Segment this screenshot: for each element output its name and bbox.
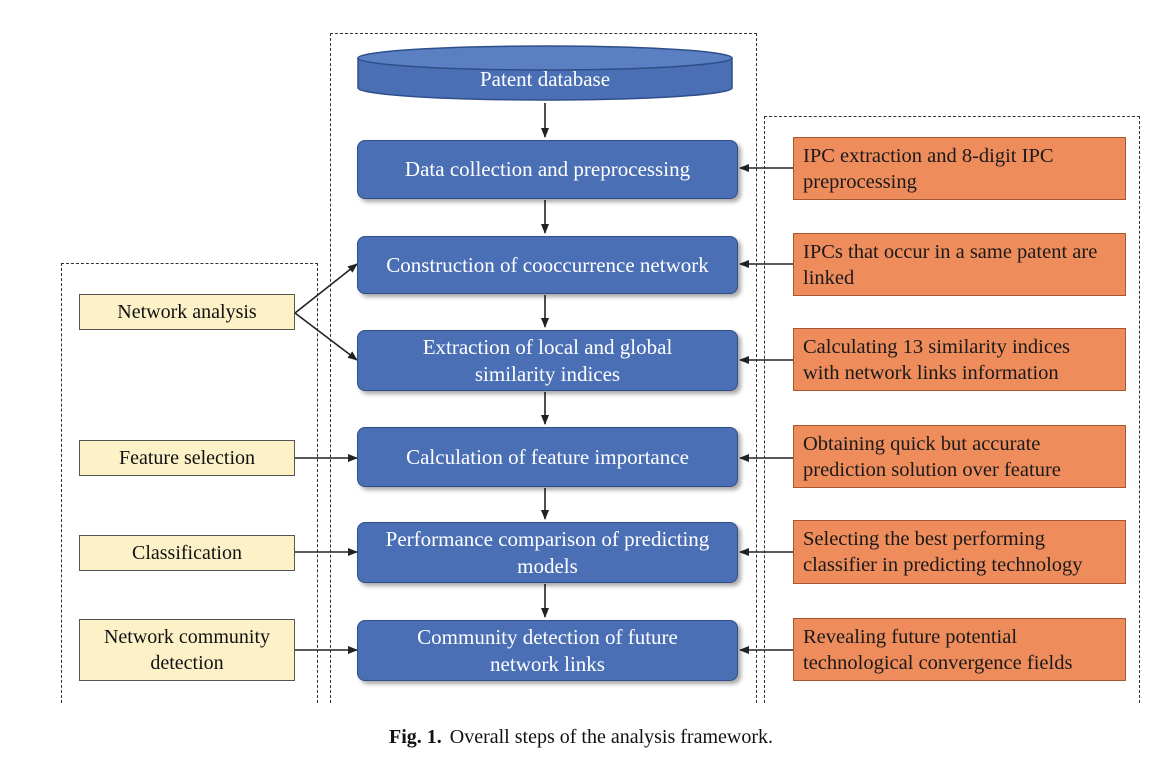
step-community-label: Community detection of future network li…	[417, 624, 678, 676]
patent-database-label: Patent database	[479, 66, 611, 91]
detail-quick-prediction: Obtaining quick but accurate prediction …	[793, 425, 1126, 488]
step-data-collection-label: Data collection and preprocessing	[404, 157, 691, 181]
method-feature-selection: Feature selection	[79, 440, 295, 476]
detail-ipc-extraction: IPC extraction and 8-digit IPC preproces…	[793, 137, 1126, 200]
right-group-frame	[764, 116, 1140, 703]
method-network-analysis: Network analysis	[79, 294, 295, 330]
detail-best-classifier: Selecting the best performing classifier…	[793, 520, 1126, 584]
step-feature-importance-label: Calculation of feature importance	[406, 444, 689, 469]
arrow-network-analysis-to-construction	[294, 263, 358, 314]
step-extraction: Extraction of local and global similarit…	[357, 330, 738, 391]
figure-caption-label: Fig. 1.	[388, 726, 442, 748]
step-construction-label: Construction of cooccurrence network	[386, 252, 709, 277]
step-construction: Construction of cooccurrence network	[357, 236, 738, 294]
method-network-analysis-label: Network analysis	[117, 301, 257, 323]
step-community: Community detection of future network li…	[357, 620, 738, 681]
step-performance: Performance comparison of predicting mod…	[357, 522, 738, 583]
step-feature-importance: Calculation of feature importance	[357, 427, 738, 487]
method-network-community-label: Network community detection	[103, 626, 271, 674]
figure-caption: Fig. 1. Overall steps of the analysis fra…	[0, 726, 1162, 749]
step-data-collection: Data collection and preprocessing	[357, 140, 738, 199]
detail-quick-prediction-label: Obtaining quick but accurate prediction …	[803, 432, 1061, 481]
method-classification-label: Classification	[132, 542, 242, 564]
method-feature-selection-label: Feature selection	[118, 447, 256, 469]
detail-similarity-indices: Calculating 13 similarity indices with n…	[793, 328, 1126, 391]
left-group-frame	[61, 263, 318, 703]
detail-convergence-fields-label: Revealing future potential technological…	[803, 625, 1073, 674]
detail-best-classifier-label: Selecting the best performing classifier…	[803, 528, 1083, 576]
detail-similarity-indices-label: Calculating 13 similarity indices with n…	[803, 335, 1071, 384]
patent-database: Patent database	[358, 62, 732, 96]
detail-ipcs-linked: IPCs that occur in a same patent are lin…	[793, 233, 1126, 296]
step-performance-label: Performance comparison of predicting mod…	[385, 526, 710, 578]
detail-ipc-extraction-label: IPC extraction and 8-digit IPC preproces…	[803, 144, 1054, 193]
step-extraction-label: Extraction of local and global similarit…	[422, 334, 673, 386]
method-classification: Classification	[79, 535, 295, 571]
figure-caption-text: Overall steps of the analysis framework.	[449, 726, 773, 748]
method-network-community: Network community detection	[79, 619, 295, 681]
center-group-frame	[330, 33, 757, 703]
detail-convergence-fields: Revealing future potential technological…	[793, 618, 1126, 681]
detail-ipcs-linked-label: IPCs that occur in a same patent are lin…	[803, 240, 1098, 289]
arrow-network-analysis-to-extraction	[294, 312, 358, 361]
